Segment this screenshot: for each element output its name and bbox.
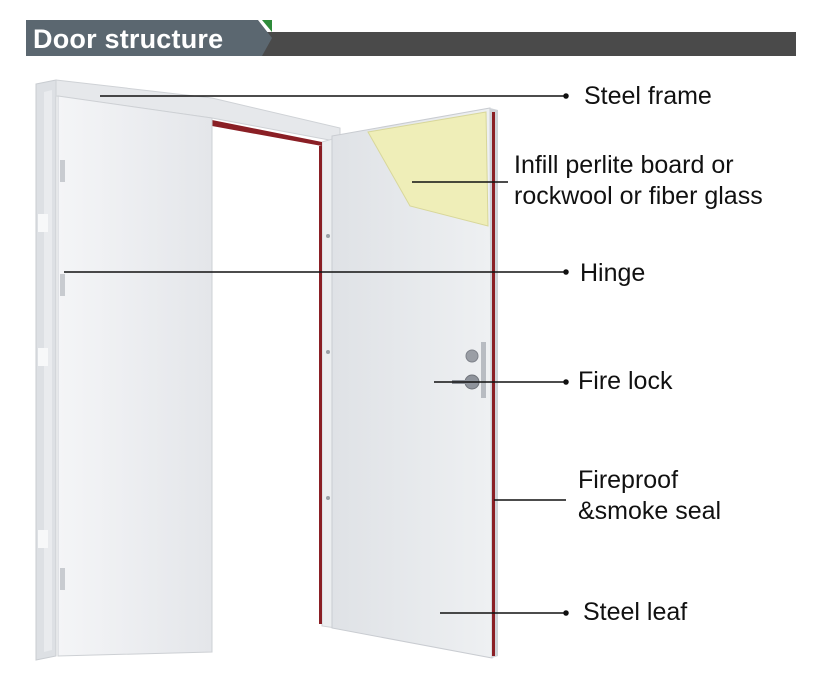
right-door-leaf [326, 107, 498, 659]
callout-steel-frame: Steel frame [584, 82, 712, 110]
hinge-icon [60, 568, 65, 590]
leader-dot [563, 93, 569, 99]
left-door-leaf [38, 95, 213, 657]
hinge-icon [60, 160, 65, 182]
callout-steel-leaf: Steel leaf [583, 598, 688, 626]
callout-seal: Fireproof &smoke seal [578, 466, 722, 525]
infill-cutaway [367, 111, 489, 227]
leader-dot [563, 379, 569, 385]
page-title: Door structure [33, 24, 224, 54]
header-bar [262, 32, 796, 56]
hinge-icon [60, 274, 65, 296]
fire-seal-strip [492, 112, 495, 656]
header-tab [26, 20, 272, 56]
leader-dot [563, 269, 569, 275]
leader-dot [563, 610, 569, 616]
callout-infill: Infill perlite board or rockwool or fibe… [514, 151, 763, 210]
leader-lines [64, 93, 569, 616]
callout-hinge: Hinge [580, 259, 646, 287]
callout-fire-lock: Fire lock [578, 367, 673, 395]
